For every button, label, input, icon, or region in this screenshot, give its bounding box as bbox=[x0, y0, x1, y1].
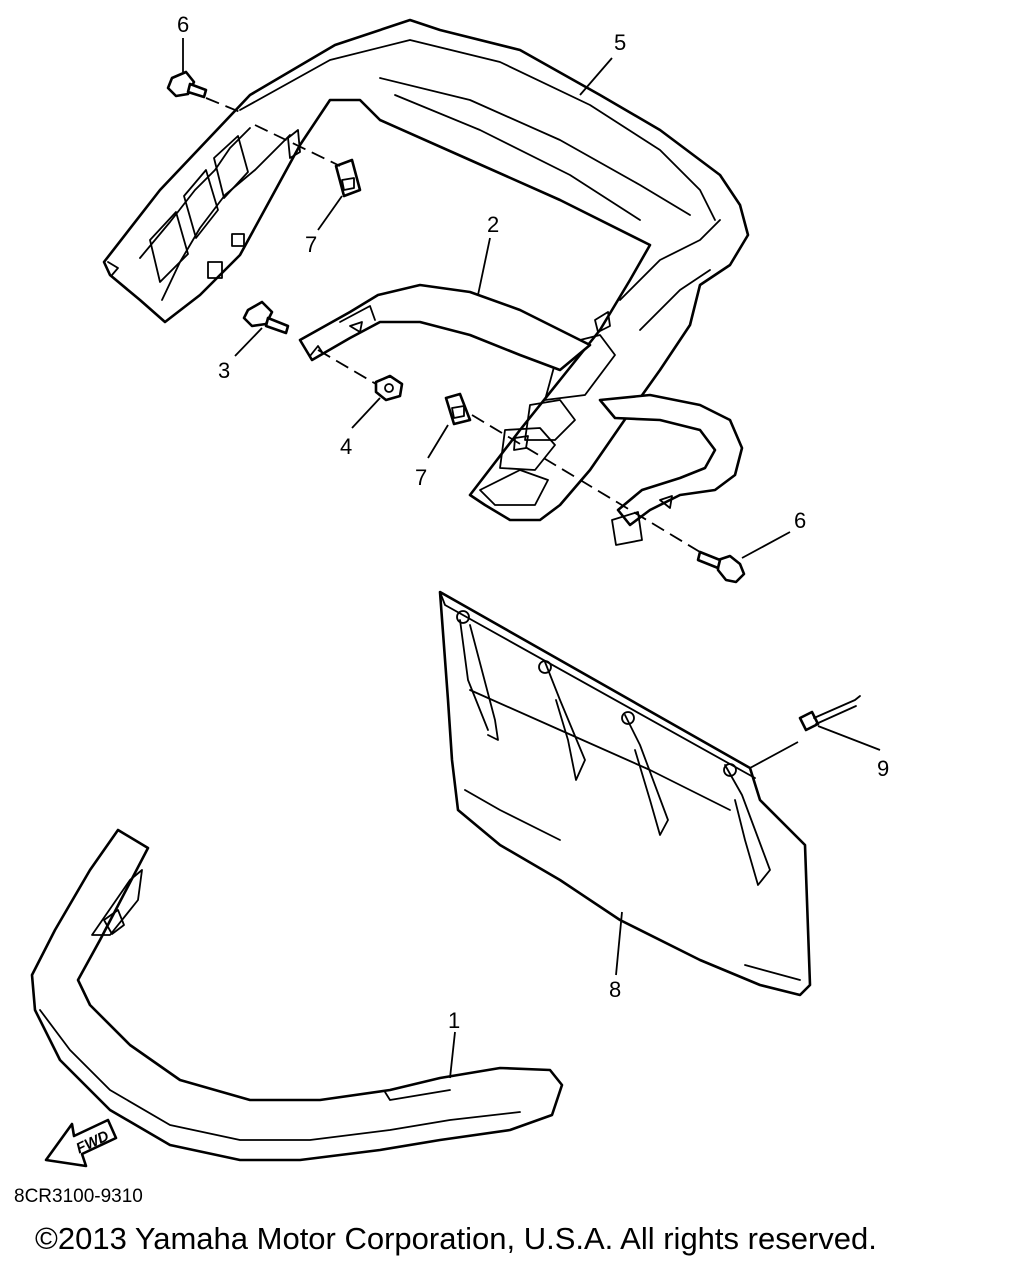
callout-3: 3 bbox=[218, 358, 230, 383]
callout-8: 8 bbox=[609, 977, 621, 1002]
copyright-notice: ©2013 Yamaha Motor Corporation, U.S.A. A… bbox=[35, 1221, 877, 1256]
callout-2: 2 bbox=[487, 212, 499, 237]
part-6-bolt-lower bbox=[696, 550, 746, 584]
part-5-frame bbox=[102, 18, 750, 522]
part-9-rivet bbox=[798, 695, 861, 732]
callout-labels: 6 5 2 7 3 4 7 6 9 8 1 bbox=[177, 12, 889, 1033]
callout-6-upper: 6 bbox=[177, 12, 189, 37]
part-7-clip-upper bbox=[334, 158, 362, 198]
assembly-lines bbox=[205, 97, 701, 553]
diagram-code: 8CR3100-9310 bbox=[14, 1186, 143, 1207]
part-8-flap bbox=[438, 590, 812, 997]
callout-7-lower: 7 bbox=[415, 465, 427, 490]
part-3-bolt bbox=[242, 300, 290, 335]
parts-diagram: 6 5 2 7 3 4 7 6 9 8 1 FWD bbox=[30, 12, 889, 1168]
forward-direction-arrow: FWD bbox=[44, 1118, 118, 1168]
callout-5: 5 bbox=[614, 30, 626, 55]
callout-9: 9 bbox=[877, 756, 889, 781]
part-1-bumper bbox=[30, 828, 564, 1162]
part-7-clip-lower bbox=[444, 392, 472, 426]
callout-1: 1 bbox=[448, 1008, 460, 1033]
part-6-bolt-upper bbox=[166, 70, 208, 99]
part-2-bracket bbox=[298, 283, 744, 546]
callout-6-lower: 6 bbox=[794, 508, 806, 533]
leader-lines bbox=[182, 38, 881, 1079]
callout-4: 4 bbox=[340, 434, 352, 459]
callout-7-upper: 7 bbox=[305, 232, 317, 257]
part-4-nut bbox=[374, 374, 404, 402]
